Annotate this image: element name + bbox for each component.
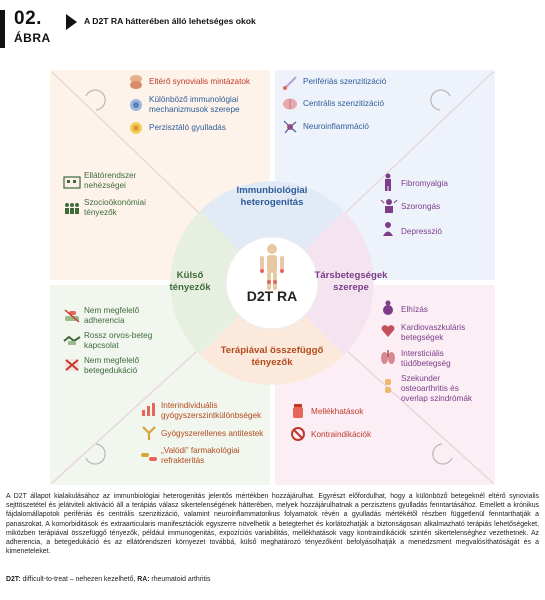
obesity-icon: [380, 300, 396, 321]
handshake-icon: [63, 332, 81, 353]
forbidden-icon: [290, 426, 306, 447]
label-obesity: Elhízás: [401, 305, 428, 314]
center-label: D2T RA: [246, 288, 298, 304]
inflammation-icon: [128, 120, 144, 141]
neuron-icon: [282, 119, 298, 140]
arrow-right-icon: [66, 14, 77, 30]
segment-left-label: Külső tényezők: [169, 270, 211, 293]
abbr-d2t-value: difficult-to-treat – nehezen kezelhető,: [20, 576, 138, 583]
hospital-icon: [63, 173, 81, 194]
label-neuroinflammation: Neuroinflammáció: [303, 122, 369, 131]
heart-icon: [380, 323, 396, 344]
cross-book-icon: [63, 357, 81, 378]
body-pain-icon: [380, 173, 396, 196]
abbr-ra-key: RA:: [137, 576, 150, 583]
lungs-icon: [380, 349, 396, 370]
label-drug-levels: Interindividuális gyógyszerszintkülönbsé…: [161, 401, 262, 420]
diagram: D2T RA Immunbiológiai heterogenitás Társ…: [0, 60, 545, 490]
label-osteoarthritis: Szekunder osteoarthritis és overlap szin…: [401, 374, 472, 403]
label-patient-education: Nem megfelelő betegedukáció: [84, 356, 140, 375]
figure-word: ÁBRA: [14, 31, 51, 45]
joint-icon: [128, 74, 144, 95]
label-doctor-patient: Rossz orvos-beteg kapcsolat: [84, 331, 153, 350]
figure-title: A D2T RA hátterében álló lehetséges okok: [84, 16, 256, 26]
human-body-icon: [260, 244, 284, 290]
brain-icon: [282, 96, 298, 117]
abbr-d2t-key: D2T:: [6, 576, 21, 583]
label-pharmacologic-refractory: „Valódi” farmakológiai refrakteritás: [161, 446, 240, 465]
label-central-sensitization: Centrális szenzitizáció: [303, 99, 384, 108]
label-side-effects: Mellékhatások: [311, 407, 364, 416]
figure-number: 02.: [14, 8, 42, 29]
diagram-background: [50, 70, 495, 485]
label-anxiety: Szorongás: [401, 202, 441, 211]
knee-icon: [380, 378, 396, 399]
antibody-icon: [140, 425, 158, 446]
label-cardiovascular: Kardiovaszkuláris betegségek: [401, 323, 466, 342]
figure-header: 02. ÁBRA A D2T RA hátterében álló lehets…: [0, 0, 545, 58]
anxiety-icon: [380, 198, 398, 219]
segment-bottom-label: Terápiával összefüggő tényezők: [220, 345, 324, 368]
label-interstitial-lung: Intersticiális tüdőbetegség: [401, 349, 451, 368]
label-immune-mechanisms: Különböző immunológiai mechanizmusok sze…: [149, 95, 240, 114]
label-care-system: Ellátórendszer nehézségei: [84, 171, 137, 190]
label-antidrug-antibodies: Gyógyszerellenes antitestek: [161, 429, 264, 438]
abbreviations: D2T: difficult-to-treat – nehezen kezelh…: [6, 575, 539, 584]
label-fibromyalgia: Fibromyalgia: [401, 179, 448, 188]
segment-top-label: Immunbiológiai heterogenitás: [236, 185, 308, 208]
label-contraindications: Kontraindikációk: [311, 430, 372, 439]
label-persistent-inflammation: Perzisztáló gyulladás: [149, 123, 226, 132]
figure-caption: A D2T állapot kialakulásához az immunbio…: [6, 493, 539, 556]
medicine-bottle-icon: [290, 403, 306, 424]
segment-right-label: Társbetegségek szerepe: [314, 270, 388, 293]
label-depression: Depresszió: [401, 227, 442, 236]
pills-icon: [140, 448, 158, 469]
immune-cell-icon: [128, 97, 144, 118]
chart-icon: [140, 401, 158, 422]
abbr-ra-value: rheumatoid arthritis: [149, 576, 211, 583]
label-socioeconomic: Szocioökonómiai tényezők: [84, 198, 146, 217]
pill-hand-icon: [63, 308, 81, 329]
label-adherence: Nem megfelelő adherencia: [84, 306, 140, 325]
label-peripheral-sensitization: Perifériás szenzitizáció: [303, 77, 387, 86]
depression-icon: [380, 221, 396, 242]
people-icon: [63, 200, 81, 221]
label-synovial-patterns: Eltérő synovialis mintázatok: [149, 77, 251, 86]
nerve-icon: [282, 75, 298, 96]
header-bar: [0, 10, 5, 48]
